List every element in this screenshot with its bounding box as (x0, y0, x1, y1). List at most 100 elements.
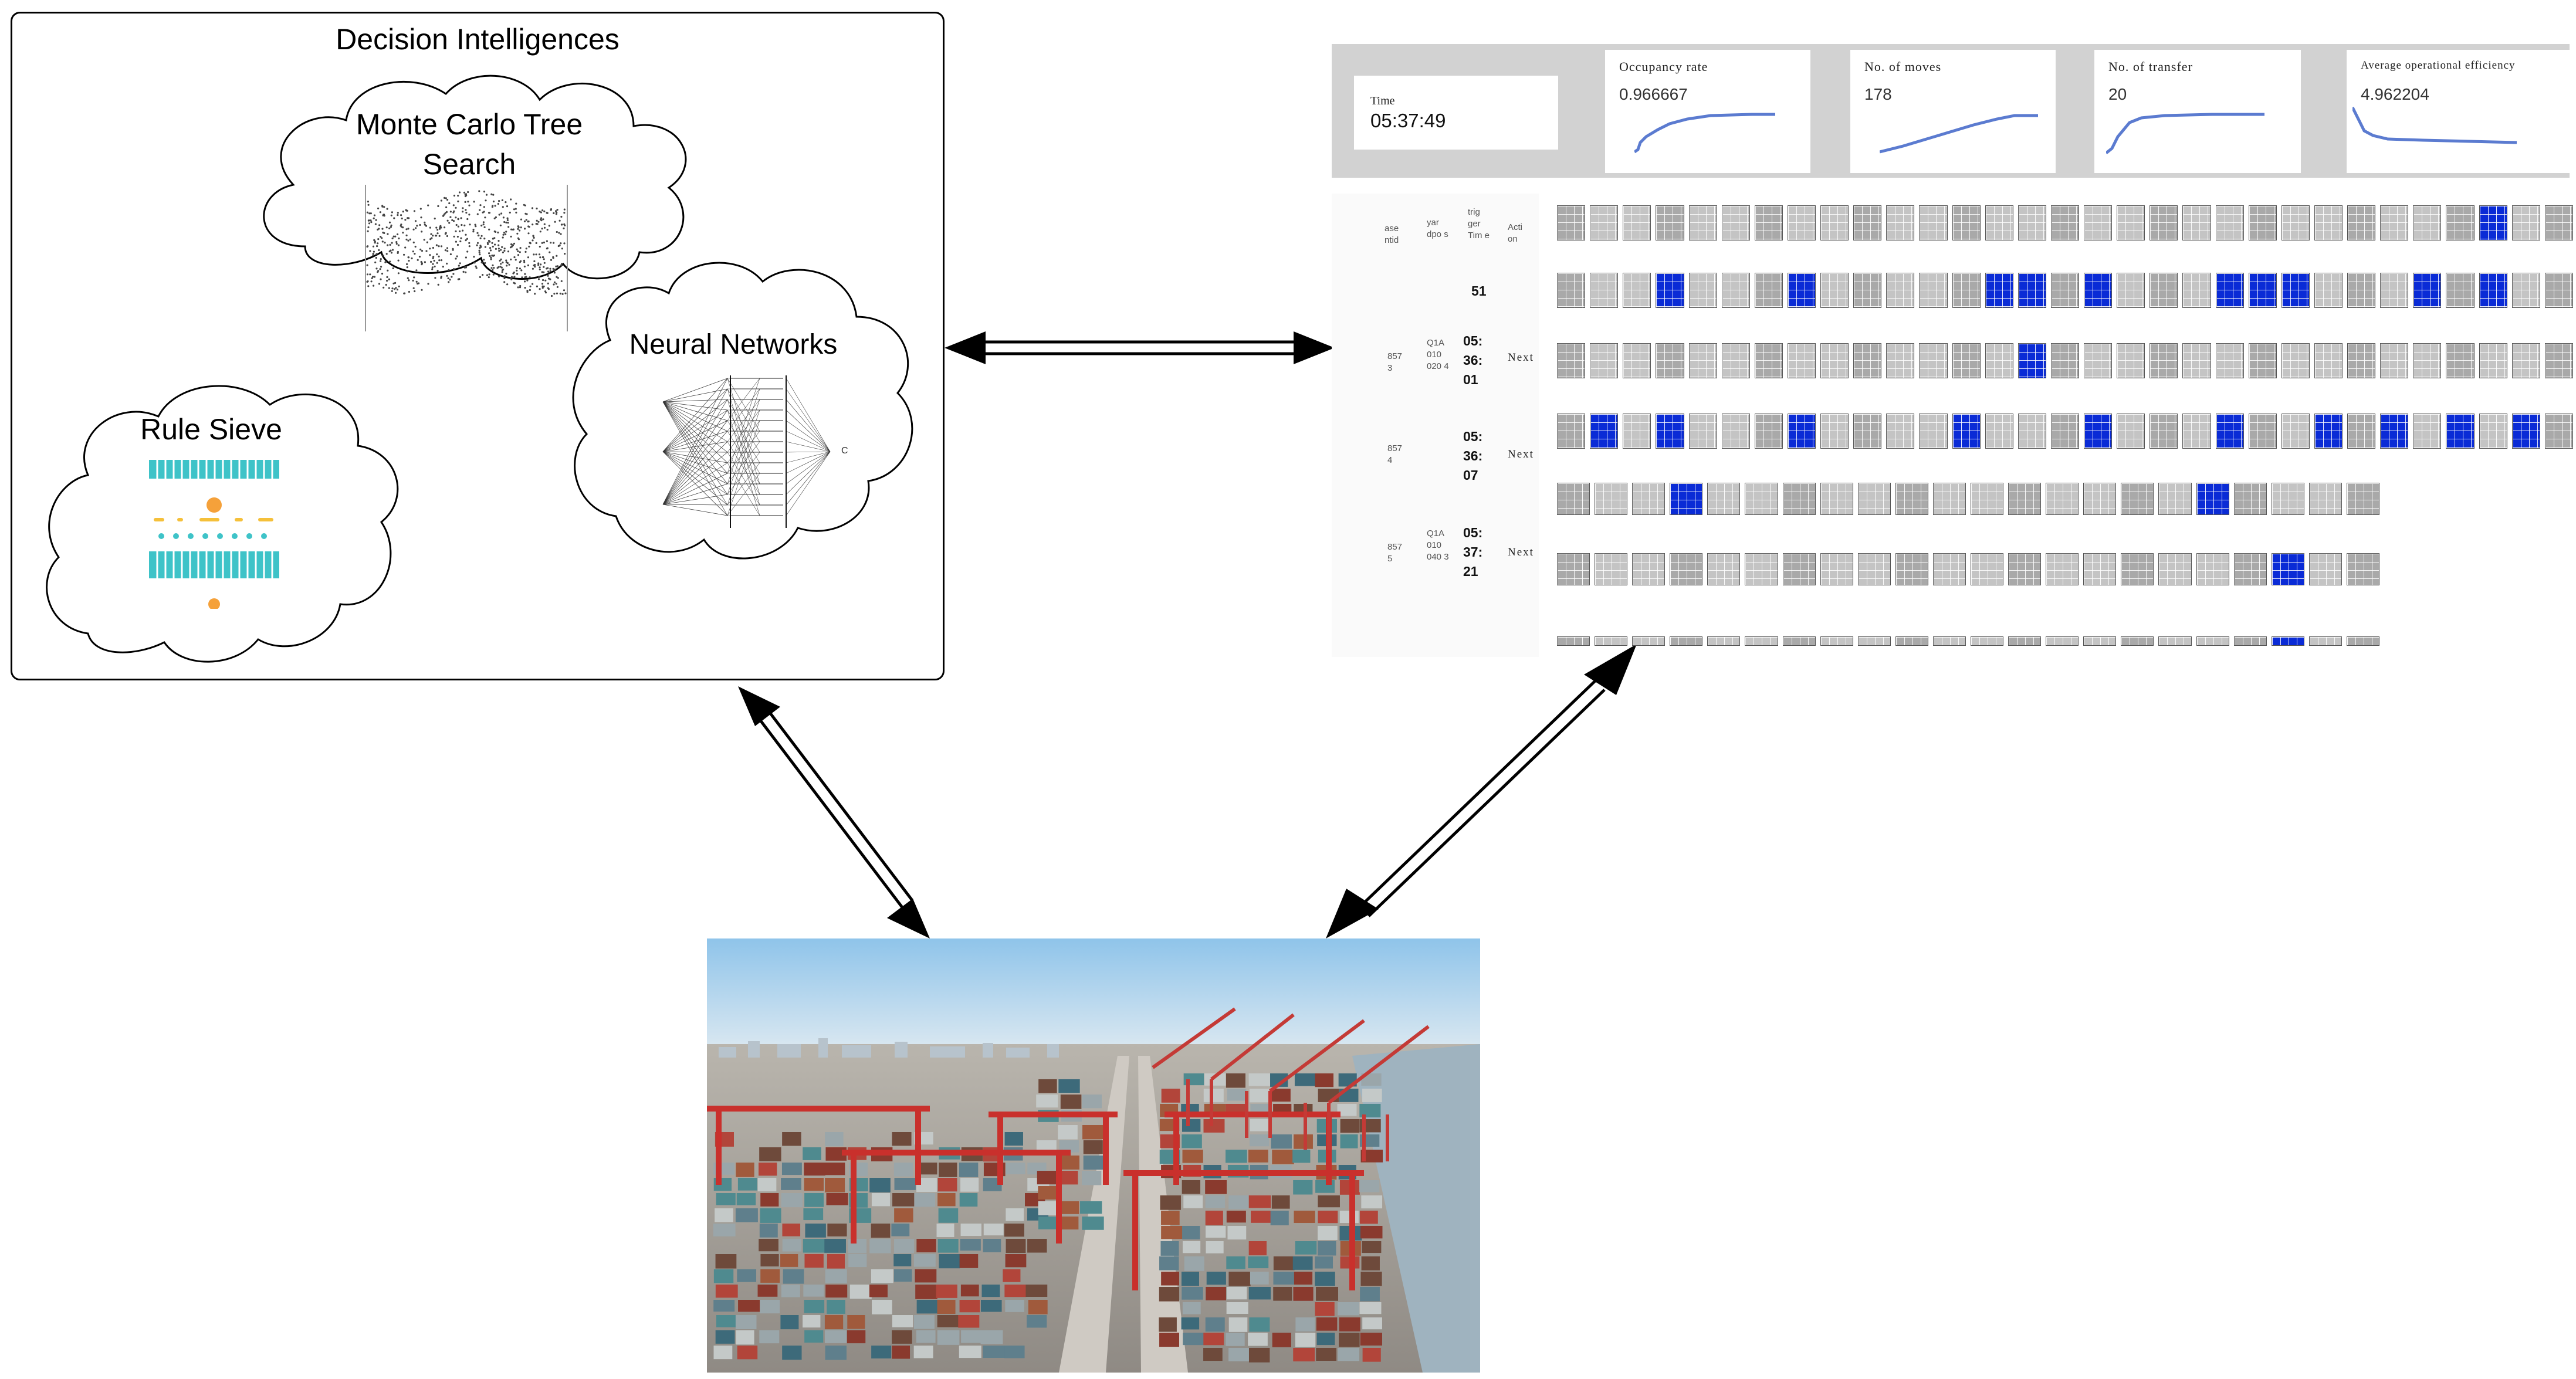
yard-block (2544, 343, 2573, 378)
yard-block (2511, 414, 2540, 449)
yard-block (2271, 483, 2304, 515)
yard-block (1787, 414, 1816, 449)
yard-block (2150, 343, 2178, 378)
yard-block (1745, 636, 1778, 646)
table-row-id: 857 4 (1387, 443, 1403, 465)
nn-cloud (572, 262, 913, 560)
yard-block (2215, 343, 2244, 378)
yard-block (1985, 273, 2013, 308)
yard-block (1670, 553, 1703, 585)
decision-panel-title: Decision Intelligences (336, 23, 620, 56)
yard-block (2083, 553, 2117, 585)
yard-block (2347, 343, 2376, 378)
yard-block (2380, 343, 2409, 378)
yard-block (2182, 273, 2211, 308)
stat-card-moves: No. of moves 178 (1850, 50, 2056, 173)
yard-block (1670, 636, 1703, 646)
yard-block (2084, 205, 2113, 240)
yard-block (2158, 636, 2192, 646)
yard-block (2084, 343, 2113, 378)
yard-block (1595, 553, 1628, 585)
task-table: ase ntid yar dpo s trig ger Tim e Acti o… (1332, 194, 1539, 657)
yard-block (1557, 205, 1586, 240)
yard-block (1820, 483, 1853, 515)
yard-block (1985, 343, 2013, 378)
yard-block (1820, 205, 1849, 240)
table-row-action[interactable]: Next (1508, 448, 1534, 460)
yard-block (1590, 205, 1619, 240)
yard-block (2314, 273, 2343, 308)
container-port-photo (707, 938, 1480, 1373)
rule-sieve-figure (149, 460, 279, 609)
yard-block (2018, 414, 2046, 449)
yard-block (1656, 343, 1684, 378)
yard-block (1721, 273, 1750, 308)
yard-block (1820, 343, 1849, 378)
yard-block (1623, 273, 1651, 308)
yard-block (1895, 483, 1928, 515)
yard-block (2018, 205, 2046, 240)
yard-block (1820, 553, 1853, 585)
stat-value: 20 (2108, 85, 2127, 103)
yard-block (2117, 343, 2145, 378)
yard-block (1721, 414, 1750, 449)
yard-block (1557, 553, 1590, 585)
yard-block (2446, 414, 2475, 449)
nn-label: Neural Networks (629, 329, 838, 360)
yard-block (2544, 273, 2573, 308)
yard-block (2248, 273, 2277, 308)
yard-block (2182, 414, 2211, 449)
yard-block (2479, 273, 2507, 308)
table-row-trigger: 05: 36: 01 (1463, 333, 1483, 387)
yard-block (1782, 553, 1816, 585)
yard-block (2008, 483, 2042, 515)
yard-block (2018, 273, 2046, 308)
rule-sieve-label: Rule Sieve (140, 413, 282, 446)
yard-block (1632, 636, 1666, 646)
yard-block (2479, 414, 2507, 449)
yard-block (2248, 343, 2277, 378)
yard-block (2347, 273, 2376, 308)
yard-block (2018, 343, 2046, 378)
yard-block (1985, 205, 2013, 240)
col-header: yar dpo s (1427, 218, 1448, 239)
yard-block (1853, 205, 1882, 240)
yard-block (2008, 553, 2042, 585)
table-row-id: 857 3 (1387, 351, 1403, 373)
yard-block (1707, 553, 1741, 585)
yard-block (1557, 636, 1590, 646)
yard-block (2271, 553, 2304, 585)
table-row-action[interactable]: Next (1508, 351, 1534, 364)
yard-block (2050, 273, 2080, 308)
yard-block (1590, 414, 1619, 449)
yard-block (1754, 205, 1783, 240)
yard-block (2346, 483, 2379, 515)
yard-block (1919, 343, 1948, 378)
col-header: trig ger Tim e (1468, 207, 1490, 240)
yard-block (2150, 414, 2178, 449)
yard-block (1820, 414, 1849, 449)
yard-block (1932, 636, 1966, 646)
yard-block (1754, 273, 1783, 308)
rule-sieve-cloud (46, 385, 399, 663)
yard-block (2380, 205, 2409, 240)
stat-label: Average operational efficiency (2361, 59, 2516, 72)
yard-block (1886, 343, 1915, 378)
yard-block (1557, 343, 1586, 378)
yard-block (1745, 483, 1778, 515)
yard-block (2050, 343, 2080, 378)
stat-label: No. of moves (1864, 59, 1942, 74)
yard-block (1787, 343, 1816, 378)
yard-block (2308, 636, 2342, 646)
port-photo-illustration (707, 938, 1480, 1373)
yard-block (2046, 553, 2079, 585)
stat-value: 178 (1864, 85, 1892, 103)
stat-label: No. of transfer (2108, 59, 2193, 74)
table-row-action[interactable]: Next (1508, 546, 1534, 558)
yard-block (1952, 343, 1981, 378)
col-header: Acti on (1508, 222, 1523, 244)
yard-block (1952, 414, 1981, 449)
yard-block (2314, 343, 2343, 378)
yard-block (2117, 273, 2145, 308)
